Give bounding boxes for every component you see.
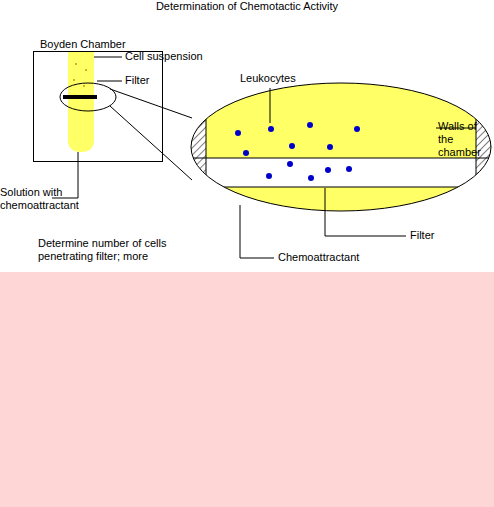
leader-line	[270, 88, 271, 123]
part-label: Leukocytes	[240, 72, 330, 85]
cover-panel	[0, 272, 494, 507]
chamber-section	[180, 80, 494, 220]
part-label: Cell suspension	[125, 50, 215, 63]
note-text: Determine number of cells penetrating fi…	[38, 237, 208, 263]
leader-line	[325, 188, 406, 236]
magnifier-ring	[60, 83, 116, 111]
part-label: Solution with chemoattractant	[0, 186, 118, 212]
zoom-line	[110, 89, 192, 118]
leukocytes	[235, 122, 360, 181]
part-label: Filter	[410, 229, 470, 242]
box-heading: Boyden Chamber	[40, 38, 126, 51]
diagram-title: Determination of Chemotactic Activity	[0, 0, 494, 13]
zoom-line	[110, 106, 192, 180]
filter-bar	[63, 95, 97, 99]
part-label: Filter	[125, 74, 185, 87]
chamber-box: Boyden Chamber	[33, 51, 163, 162]
chamber-outline	[191, 83, 491, 211]
leader-line	[240, 205, 274, 258]
leader-line	[94, 57, 122, 58]
part-label: Walls of the chamber	[438, 120, 492, 159]
leader-line	[97, 81, 122, 82]
part-label: Chemoattractant	[278, 251, 388, 264]
tube	[68, 52, 94, 152]
